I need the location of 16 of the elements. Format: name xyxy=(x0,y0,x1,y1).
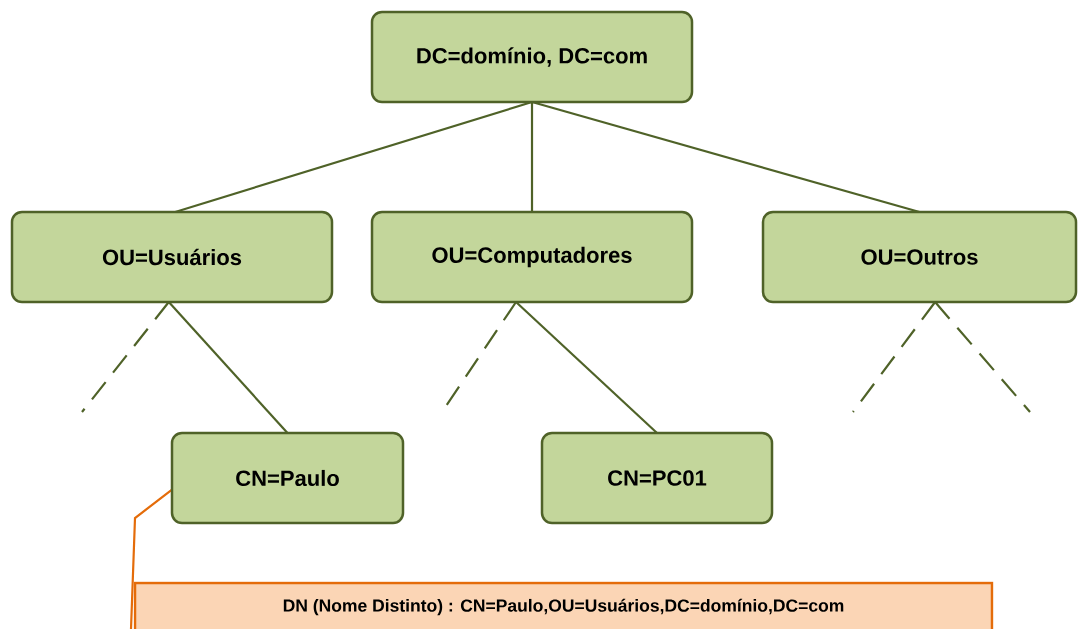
connector-line xyxy=(852,301,936,413)
connector-line xyxy=(530,102,534,212)
connector-line xyxy=(174,100,533,214)
connector-line xyxy=(81,301,170,413)
node-box: CN=PC01 xyxy=(540,431,774,525)
node-box: OU=Usuários xyxy=(10,210,334,304)
leader-line xyxy=(129,488,173,629)
distinguished-name-box: DN (Nome Distinto) : CN=Paulo,OU=Usuários,DC=domínio,DC=com xyxy=(133,581,994,629)
connector-line xyxy=(934,301,1031,413)
connector-line xyxy=(515,301,658,434)
connector-line xyxy=(168,301,289,434)
node-box: OU=Computadores xyxy=(370,210,694,304)
node-box: DC=domínio, DC=com xyxy=(370,10,694,104)
node-box: CN=Paulo xyxy=(170,431,405,525)
connector-line xyxy=(531,100,920,214)
node-box: OU=Outros xyxy=(761,210,1078,304)
